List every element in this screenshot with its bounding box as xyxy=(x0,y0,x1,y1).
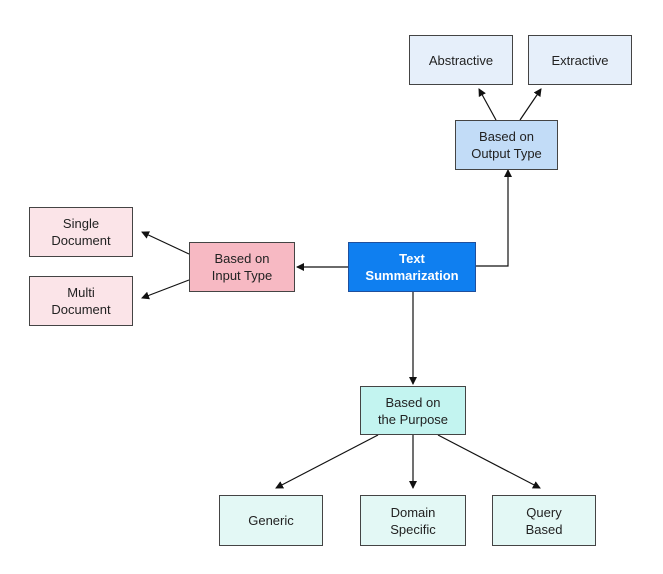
arrow-root-to-output-type xyxy=(476,169,512,267)
arrow-output-to-abstractive xyxy=(478,88,497,121)
arrow-purpose-to-query-based xyxy=(437,434,541,489)
node-text-summarization: Text Summarization xyxy=(348,242,476,292)
node-abstractive: Abstractive xyxy=(409,35,513,85)
arrow-input-to-multi xyxy=(141,279,190,300)
node-based-on-output-type: Based on Output Type xyxy=(455,120,558,170)
arrow-input-to-single xyxy=(141,231,190,255)
node-domain-specific: Domain Specific xyxy=(360,495,466,546)
node-based-on-the-purpose: Based on the Purpose xyxy=(360,386,466,435)
node-extractive: Extractive xyxy=(528,35,632,85)
node-query-based: Query Based xyxy=(492,495,596,546)
node-based-on-input-type: Based on Input Type xyxy=(189,242,295,292)
node-generic: Generic xyxy=(219,495,323,546)
arrow-purpose-to-generic xyxy=(275,434,379,489)
node-single-document: Single Document xyxy=(29,207,133,257)
arrow-output-to-extractive xyxy=(519,88,542,121)
node-multi-document: Multi Document xyxy=(29,276,133,326)
